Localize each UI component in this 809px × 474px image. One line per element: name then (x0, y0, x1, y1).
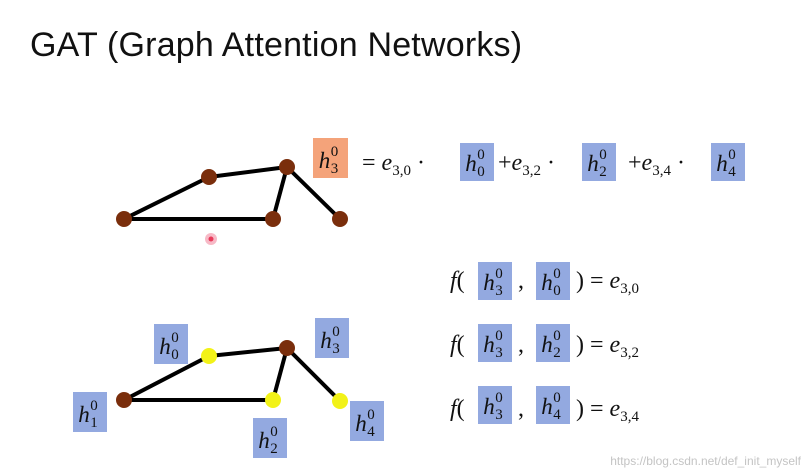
score-row-3-comma: , (518, 396, 524, 422)
score-row-2-open: f( (450, 332, 465, 358)
cursor-indicator (205, 233, 217, 245)
bottom-edge-2-3 (271, 346, 289, 402)
top-edge-0-1 (122, 175, 211, 221)
top-edge-2-3 (271, 165, 289, 221)
bottom-node-h0 (201, 348, 217, 364)
score-row-2-comma: , (518, 332, 524, 358)
bottom-node-h1 (116, 392, 132, 408)
top-node (332, 211, 348, 227)
equation-part-1: = e3,0 · (362, 150, 425, 179)
top-graph (122, 165, 342, 221)
score-row-3-open: f( (450, 396, 465, 422)
score-row-3-result: ) = e3,4 (576, 396, 639, 425)
top-graph-nodes (116, 159, 348, 227)
score-row-1-open: f( (450, 268, 465, 294)
top-node (201, 169, 217, 185)
top-node (279, 159, 295, 175)
bottom-edge-1-0 (122, 354, 211, 402)
score-row-1-comma: , (518, 268, 524, 294)
top-node (116, 211, 132, 227)
top-edge-3-4 (285, 165, 342, 221)
score-row-2-result: ) = e3,2 (576, 332, 639, 361)
equation-part-3: +e3,4 · (628, 150, 685, 179)
bottom-edge-3-4 (285, 346, 342, 403)
bottom-node-h4 (332, 393, 348, 409)
top-edge-1-3 (207, 165, 289, 179)
bottom-node-h2 (265, 392, 281, 408)
equation-part-2: +e3,2 · (498, 150, 555, 179)
top-node (265, 211, 281, 227)
bottom-edge-0-3 (207, 346, 289, 358)
page-title: GAT (Graph Attention Networks) (30, 26, 523, 64)
watermark: https://blog.csdn.net/def_init_myself (610, 454, 801, 468)
bottom-graph-nodes (116, 340, 348, 409)
bottom-graph (122, 346, 342, 403)
bottom-node-h3 (279, 340, 295, 356)
score-row-1-result: ) = e3,0 (576, 268, 639, 297)
